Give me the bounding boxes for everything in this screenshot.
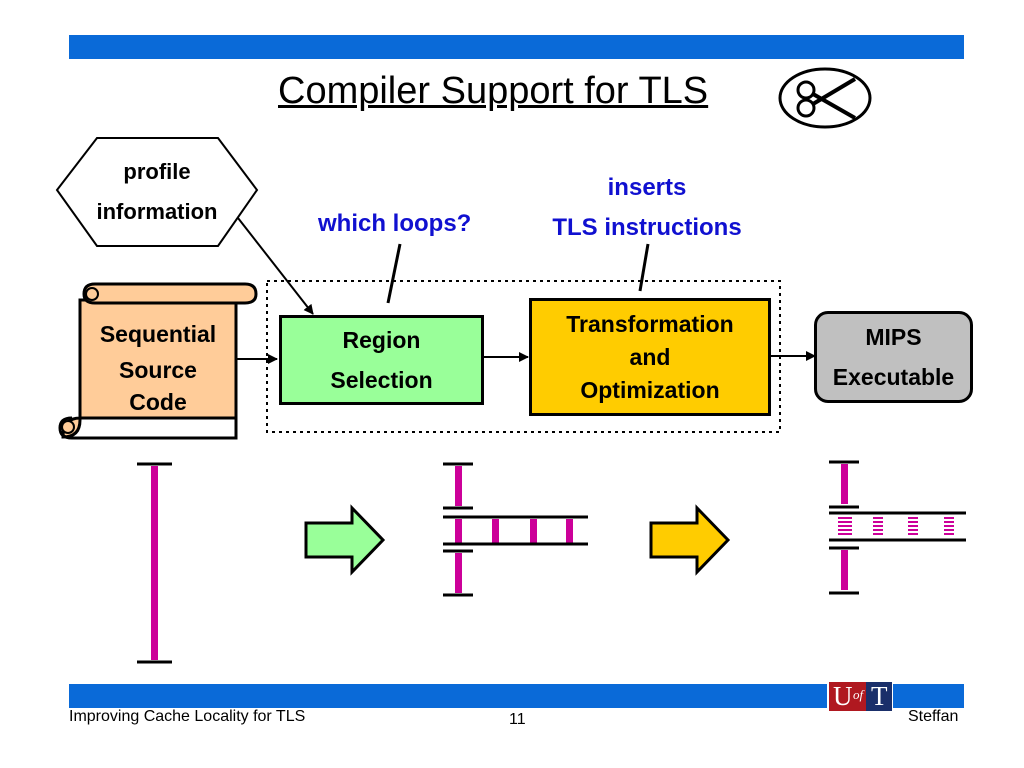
transform-line-3: Optimization [580,376,720,403]
uoft-logo: U of T [827,680,893,713]
footer-left-text: Improving Cache Locality for TLS [69,708,306,725]
profile-line-1: profile [123,159,191,184]
mips-line-2: Executable [832,364,955,390]
slide-title: Compiler Support for TLS [278,70,709,112]
inserts-line-2: TLS instructions [552,214,742,241]
profile-label: profile information [57,152,257,232]
mips-executable-box: MIPS Executable [814,311,973,403]
footer-bar [69,684,964,708]
mips-line-1: MIPS [865,324,922,350]
uoft-logo-u: U [833,681,853,711]
source-scroll-shape [58,282,258,440]
green-block-arrow [304,504,386,576]
which-loops-annotation: which loops? [318,210,472,237]
footer-right-text: Steffan [908,708,959,725]
profile-line-2: information [96,199,218,224]
source-code-label: Sequential Source Code [80,316,236,420]
region-line-2: Selection [330,367,433,393]
optimized-threads-figure [829,460,966,595]
yellow-block-arrow [649,504,731,576]
source-line-1: Sequential [99,321,217,347]
region-threads-figure [443,462,588,597]
inserts-annotation: inserts TLS instructions [527,168,767,248]
source-line-2: Source [119,357,197,383]
page-number: 11 [509,711,526,728]
inserts-pointer [638,243,650,292]
profile-to-region-arrow [237,217,314,315]
region-line-1: Region [342,327,421,353]
inserts-line-1: inserts [607,174,687,201]
transform-line-1: Transformation [566,310,734,337]
region-selection-box: Region Selection [279,315,484,405]
uoft-logo-of: of [853,687,864,702]
scissors-icon [778,67,872,129]
uoft-logo-t [866,682,892,711]
sequential-thread-figure [137,462,172,664]
profile-hexagon [55,137,259,247]
transform-line-2: and [629,343,671,370]
header-bar [69,35,964,59]
transformation-box: Transformation and Optimization [529,298,771,416]
source-line-3: Code [129,389,187,415]
which-loops-pointer [386,243,402,304]
uoft-logo-t-letter: T [871,681,888,711]
